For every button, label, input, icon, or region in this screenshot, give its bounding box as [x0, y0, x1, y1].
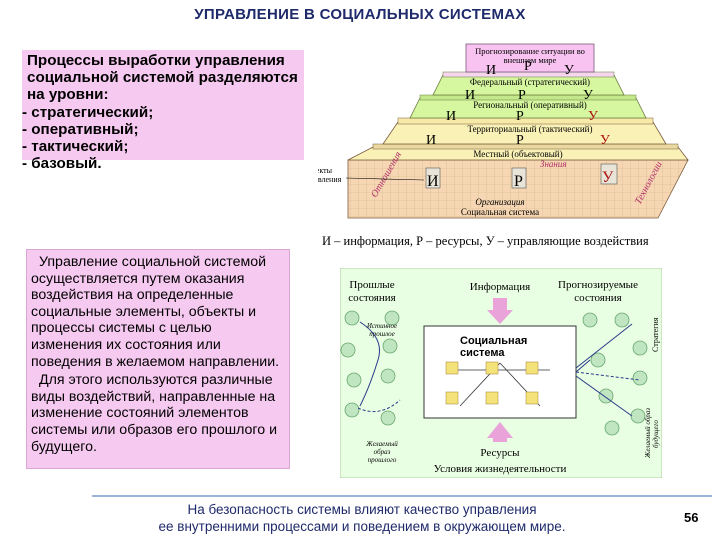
territorial-letter-u: У	[600, 133, 610, 148]
base-letter-u: У	[602, 169, 614, 186]
top-letter-i: И	[486, 63, 496, 78]
levels-heading: Процессы выработки управления социальной…	[27, 52, 298, 103]
management-pyramid: Отношения Технологии Прогнозирование сит…	[318, 43, 689, 219]
description-box: Управление социальной системой осуществл…	[26, 249, 290, 469]
page-number: 56	[684, 510, 699, 525]
territorial-letter-i: И	[426, 133, 436, 148]
forecast-line2: состояния	[574, 292, 621, 304]
past-states-line2: состояния	[348, 292, 395, 304]
top-label-line2: внешнем мире	[504, 55, 557, 65]
forecast-line1: Прогнозируемые	[558, 279, 638, 291]
object-label-line2: управления	[318, 175, 342, 184]
social-system-line1: Социальная	[460, 335, 527, 347]
federal-letter-u: У	[583, 88, 593, 103]
desired-future-line2: будущего	[652, 420, 660, 448]
strategy-label: Стратегия	[651, 317, 660, 352]
base-letter-i: И	[427, 173, 439, 190]
desired-future-line1: Желаемый образ	[644, 408, 652, 459]
top-label-line1: Прогнозирование ситуации во	[475, 46, 585, 56]
regional-letter-r: Р	[516, 109, 524, 124]
base-letter-r: Р	[514, 173, 523, 190]
object-label-line1: Объекты	[318, 166, 333, 175]
regional-letter-i: И	[446, 109, 456, 124]
footer-line-2: ее внутренними процессами и поведением в…	[158, 519, 566, 534]
top-letter-r: Р	[524, 59, 532, 74]
levels-list: - стратегический; - оперативный; - такти…	[22, 104, 153, 172]
footer-line-1: На безопасность системы влияют качество …	[187, 502, 537, 517]
people-icons	[445, 361, 539, 405]
levels-box: Процессы выработки управления социальной…	[22, 50, 304, 172]
desired-past-line1: Желаемый	[365, 440, 398, 448]
layer-local-label: Местный (объектовый)	[473, 149, 562, 159]
territorial-letter-r: Р	[516, 133, 524, 148]
federal-letter-r: Р	[518, 88, 526, 103]
description-para-1: Управление социальной системой осуществл…	[31, 254, 280, 370]
knowledge-label: Знания	[540, 159, 567, 169]
level-item-tactical: - тактический;	[22, 138, 129, 155]
real-past-line1: Истинное	[366, 322, 397, 330]
information-label: Информация	[470, 281, 530, 293]
footer-text: На безопасность системы влияют качество …	[92, 501, 632, 535]
social-system-line2: система	[460, 347, 505, 359]
footer-bar: На безопасность системы влияют качество …	[92, 495, 712, 542]
real-past-line2: прошлое	[369, 330, 395, 338]
state-diagram: Прошлые состояния Информация Прогнозируе…	[340, 268, 662, 478]
description-para-2: Для этого используются различные виды во…	[31, 372, 278, 455]
layer-territorial-label: Территориальный (тактический)	[468, 124, 593, 134]
resources-label: Ресурсы	[480, 447, 520, 459]
federal-letter-i: И	[465, 88, 475, 103]
life-conditions-label: Условия жизнедеятельности	[434, 463, 567, 475]
pyramid-top	[465, 43, 595, 73]
level-item-operational: - оперативный;	[22, 121, 139, 138]
base-label-system: Социальная система	[461, 207, 539, 217]
legend-text: И – информация, Р – ресурсы, У – управля…	[322, 234, 649, 248]
base-label-org: Организация	[475, 197, 524, 207]
desired-past-line3: прошлого	[368, 456, 397, 464]
regional-letter-u: У	[588, 109, 598, 124]
layer-federal-label: Федеральный (стратегический)	[470, 77, 590, 87]
level-item-base: - базовый.	[22, 155, 102, 172]
page-title: УПРАВЛЕНИЕ В СОЦИАЛЬНЫХ СИСТЕМАХ	[194, 6, 526, 23]
layer-regional-label: Региональный (оперативный)	[473, 100, 587, 110]
level-item-strategic: - стратегический;	[22, 104, 154, 121]
desired-past-line2: образ	[374, 448, 391, 456]
top-letter-u: У	[564, 63, 574, 78]
past-states-line1: Прошлые	[349, 279, 394, 291]
